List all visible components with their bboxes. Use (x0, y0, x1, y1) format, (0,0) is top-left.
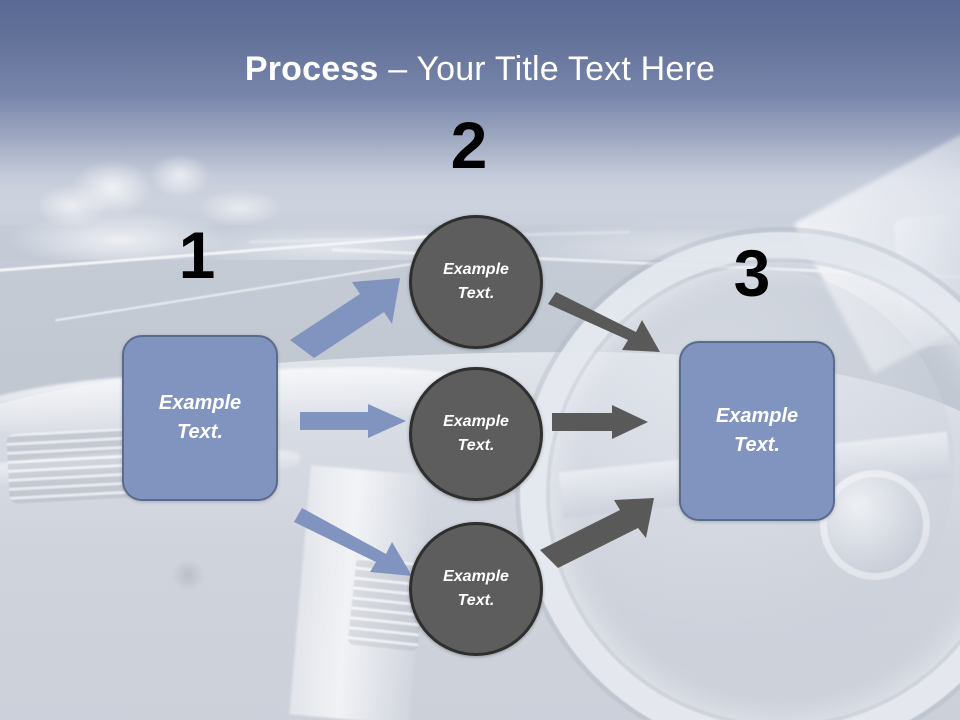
process-circle-middle[interactable]: Example Text. (409, 367, 543, 501)
process-input-box-label: Example Text. (159, 389, 241, 447)
step-number-1: 1 (178, 218, 216, 292)
process-input-box[interactable]: Example Text. (122, 335, 278, 501)
background-steering-wheel-hub (820, 470, 930, 580)
arrow-circle-bottom-to-output (540, 498, 660, 568)
step-number-2: 2 (450, 108, 488, 182)
arrow-input-to-circle-bottom (294, 500, 418, 578)
process-output-box-line2: Text. (734, 434, 780, 456)
process-output-box-line1: Example (715, 405, 799, 427)
process-circle-bottom-line2: Text. (457, 592, 495, 609)
process-circle-middle-label: Example Text. (443, 410, 509, 458)
background-hazard-button (170, 560, 206, 590)
process-circle-middle-line2: Text. (457, 437, 495, 454)
step-number-3: 3 (733, 236, 771, 310)
process-circle-top-line1: Example (443, 261, 509, 278)
process-circle-bottom[interactable]: Example Text. (409, 522, 543, 656)
arrow-circle-middle-to-output (552, 405, 648, 441)
page-title-rest: – Your Title Text Here (378, 50, 716, 88)
process-output-box[interactable]: Example Text. (679, 341, 835, 521)
process-output-box-label: Example Text. (716, 402, 798, 460)
arrow-input-to-circle-top (288, 278, 408, 360)
process-circle-top-label: Example Text. (443, 258, 509, 306)
process-input-box-line2: Text. (177, 421, 223, 443)
background-clouds (40, 130, 370, 240)
process-circle-bottom-label: Example Text. (443, 565, 509, 613)
process-circle-top[interactable]: Example Text. (409, 215, 543, 349)
page-title: Process – Your Title Text Here (0, 50, 960, 89)
process-circle-bottom-line1: Example (443, 568, 509, 585)
process-input-box-line1: Example (158, 392, 242, 414)
process-circle-middle-line1: Example (443, 413, 509, 430)
arrow-circle-top-to-output (548, 288, 666, 354)
page-title-emphasis: Process (244, 50, 379, 88)
process-circle-top-line2: Text. (457, 285, 495, 302)
arrow-input-to-circle-middle (300, 404, 406, 440)
